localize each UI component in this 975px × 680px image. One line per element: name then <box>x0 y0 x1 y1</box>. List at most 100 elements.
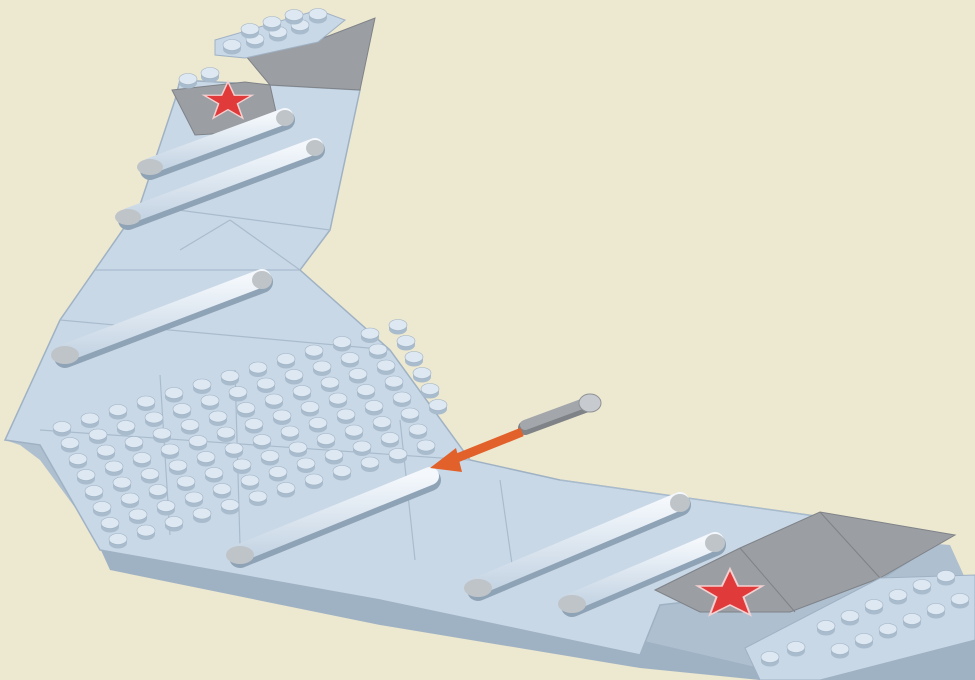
stud <box>121 493 139 508</box>
stud <box>417 440 435 455</box>
stud <box>113 477 131 492</box>
stud <box>381 433 399 448</box>
stud <box>361 457 379 472</box>
stud <box>53 422 71 437</box>
stud <box>337 409 355 424</box>
stud <box>333 337 351 352</box>
stud <box>85 486 103 501</box>
stud <box>297 458 315 473</box>
stud <box>221 500 239 515</box>
stud <box>393 392 411 407</box>
stud <box>389 320 407 335</box>
stud <box>373 417 391 432</box>
stud <box>189 436 207 451</box>
stud <box>261 451 279 466</box>
stud <box>397 336 415 351</box>
stud <box>353 441 371 456</box>
stud <box>329 393 347 408</box>
stud <box>185 492 203 507</box>
stud <box>193 379 211 394</box>
stud <box>137 525 155 540</box>
stud <box>249 491 267 506</box>
stud <box>161 444 179 459</box>
stud <box>429 400 447 415</box>
stud <box>129 509 147 524</box>
stud <box>421 384 439 399</box>
stud <box>153 428 171 443</box>
stud <box>385 376 403 391</box>
stud <box>269 467 287 482</box>
stud <box>365 401 383 416</box>
stud <box>233 459 251 474</box>
stud <box>229 387 247 402</box>
stud <box>293 386 311 401</box>
stud <box>305 345 323 360</box>
stud <box>345 425 363 440</box>
stud <box>77 470 95 485</box>
stud <box>301 402 319 417</box>
stud <box>277 483 295 498</box>
stud <box>109 534 127 549</box>
stud <box>81 413 99 428</box>
stud <box>389 449 407 464</box>
stud <box>249 362 267 377</box>
stud <box>245 419 263 434</box>
stud <box>97 445 115 460</box>
stud <box>317 434 335 449</box>
stud <box>69 454 87 469</box>
stud <box>125 437 143 452</box>
stud <box>213 484 231 499</box>
stud <box>369 344 387 359</box>
stud <box>197 452 215 467</box>
stud <box>289 442 307 457</box>
stud <box>409 424 427 439</box>
stud <box>401 408 419 423</box>
stud <box>89 429 107 444</box>
stud <box>205 468 223 483</box>
stud <box>145 412 163 427</box>
stud <box>285 370 303 385</box>
stud <box>341 353 359 368</box>
stud <box>93 502 111 517</box>
stud <box>357 385 375 400</box>
stud <box>277 354 295 369</box>
stud <box>253 435 271 450</box>
stud <box>273 410 291 425</box>
stud <box>101 518 119 533</box>
stud <box>109 405 127 420</box>
stud <box>149 485 167 500</box>
stud <box>201 395 219 410</box>
stud <box>377 360 395 375</box>
stud <box>105 461 123 476</box>
stud <box>309 418 327 433</box>
stud <box>177 476 195 491</box>
stud <box>157 501 175 516</box>
stud <box>333 466 351 481</box>
stud <box>221 371 239 386</box>
stud <box>265 394 283 409</box>
stud <box>173 404 191 419</box>
stud <box>117 421 135 436</box>
stud <box>133 453 151 468</box>
stud <box>281 426 299 441</box>
stud <box>305 474 323 489</box>
stud <box>225 443 243 458</box>
stud <box>209 411 227 426</box>
stud <box>137 396 155 411</box>
stud <box>321 377 339 392</box>
stud <box>237 403 255 418</box>
stud <box>141 469 159 484</box>
stud <box>193 508 211 523</box>
stud <box>217 427 235 442</box>
stud <box>181 420 199 435</box>
stud <box>61 438 79 453</box>
stud <box>361 328 379 343</box>
stud <box>241 475 259 490</box>
stud <box>325 450 343 465</box>
stud <box>257 378 275 393</box>
stud <box>165 517 183 532</box>
stud <box>165 388 183 403</box>
stud <box>413 368 431 383</box>
stud <box>349 369 367 384</box>
